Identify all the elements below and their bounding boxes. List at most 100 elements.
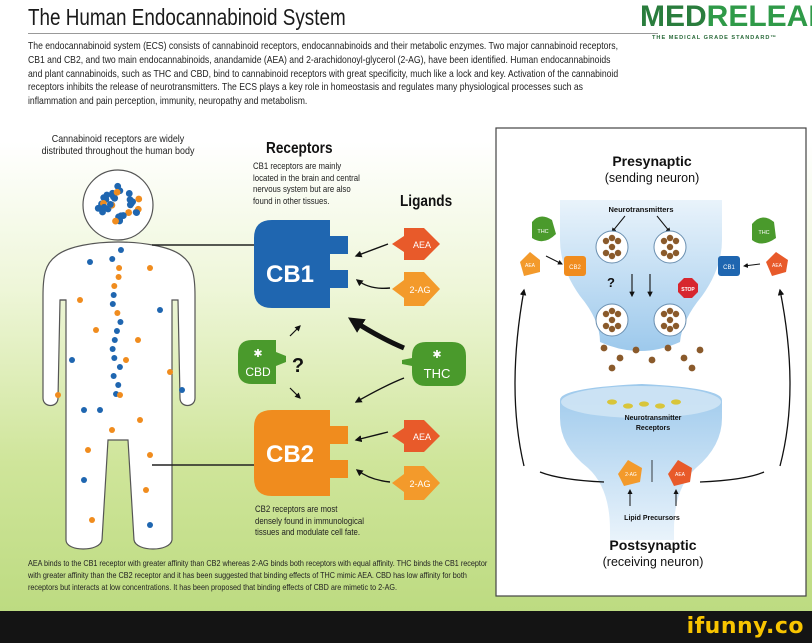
receptors-heading: Receptors — [266, 140, 333, 157]
nt-receptors-label-1: Neurotransmitter — [625, 415, 682, 422]
neurotransmitter-dot — [672, 237, 680, 245]
intro-paragraph: The endocannabinoid system (ECS) consist… — [28, 41, 619, 108]
spine-receptor-dot — [111, 283, 118, 289]
body-receptor-dot — [167, 369, 173, 375]
body-receptor-dot — [109, 427, 115, 433]
cb2-note: CB2 receptors are most densely found in … — [255, 504, 364, 538]
released-neurotransmitter-dot — [680, 354, 688, 362]
leaf-icon: ✱ — [253, 348, 262, 360]
synapse-panel: Presynaptic (sending neuron) Neurotransm… — [495, 127, 807, 597]
2ag-label-bottom: 2-AG — [409, 479, 430, 489]
cb2-label: CB2 — [266, 441, 314, 468]
2ag-label-top: 2-AG — [409, 285, 430, 295]
arrow-cbd-cb1 — [289, 325, 301, 337]
brain-receptor-dot — [125, 190, 133, 197]
human-body-figure — [42, 169, 196, 550]
svg-text:CB2: CB2 — [569, 265, 581, 271]
neurotransmitter-dot — [666, 243, 674, 251]
body-receptor-dot — [55, 392, 61, 398]
spine-receptor-dot — [109, 256, 116, 262]
body-receptor-dot — [117, 392, 123, 398]
neurotransmitter-dot — [672, 322, 680, 330]
spine-receptor-dot — [110, 373, 117, 379]
svg-text:2-AG: 2-AG — [625, 472, 637, 478]
body-head — [82, 169, 154, 241]
synapse-cb1-receptor: CB1 — [718, 256, 740, 276]
page-title: The Human Endocannabinoid System — [28, 4, 346, 30]
aea-label-bottom: AEA — [413, 432, 431, 442]
neurotransmitter-dot — [608, 325, 616, 333]
spine-receptor-dot — [111, 337, 118, 343]
footnote: AEA binds to the CB1 receptor with great… — [28, 558, 488, 592]
body-receptor-dot — [123, 357, 129, 363]
released-neurotransmitter-dot — [696, 346, 704, 354]
arrow-aea-cb2 — [354, 431, 389, 443]
neurotransmitter-dot — [666, 325, 674, 333]
neurotransmitter-dot — [608, 307, 616, 315]
right-feedback-arrow — [777, 288, 791, 467]
brain-receptor-dot — [135, 195, 143, 203]
brand-tagline: THE MEDICAL GRADE STANDARD™ — [652, 35, 777, 41]
neurotransmitter-dot — [614, 249, 622, 257]
released-neurotransmitter-dot — [648, 356, 656, 364]
neurotransmitter-dot — [602, 249, 610, 257]
body-receptor-dot — [93, 327, 99, 333]
cb1-label: CB1 — [266, 261, 314, 288]
svg-text:THC: THC — [537, 229, 548, 235]
neurotransmitter-receptors — [607, 399, 681, 409]
neurotransmitter-dot — [602, 322, 610, 330]
neurotransmitter-dot — [602, 310, 610, 318]
neurotransmitter-dot — [666, 307, 674, 315]
spine-receptor-dot — [117, 247, 124, 253]
synapse-question-mark: ? — [607, 275, 615, 290]
released-neurotransmitter-dot — [616, 354, 624, 362]
body-receptor-dot — [85, 447, 91, 453]
cbd-question-mark: ? — [292, 355, 304, 377]
body-receptor-dot — [147, 265, 153, 271]
released-neurotransmitter-dot — [600, 344, 608, 352]
body-receptor-dot — [81, 407, 87, 413]
synapse-aea-left: AEA — [520, 252, 540, 276]
cb2-receptor: CB2 — [254, 410, 348, 496]
body-receptor-dot — [77, 297, 83, 303]
cbd-ligand: CBD ✱ — [238, 340, 286, 384]
nt-receptor-mark — [607, 399, 617, 405]
aea-ligand-top: AEA — [392, 228, 440, 260]
aea-label-top: AEA — [413, 240, 431, 250]
released-neurotransmitters — [600, 344, 704, 372]
thc-ligand: THC ✱ — [402, 342, 466, 386]
neurotransmitter-dot — [666, 234, 674, 242]
synapse-aea-post: AEA — [668, 460, 692, 486]
neurotransmitters-label: Neurotransmitters — [608, 205, 673, 214]
neurotransmitter-dot — [614, 322, 622, 330]
brain-receptor-dot — [133, 209, 140, 217]
thc-label: THC — [424, 366, 451, 381]
arrow-2ag-cb1 — [355, 279, 391, 290]
brain-receptor-dot — [103, 191, 111, 199]
svg-text:CB1: CB1 — [723, 265, 735, 271]
postsynaptic-title: Postsynaptic — [609, 537, 696, 553]
brain-receptor-dot — [127, 200, 135, 207]
brain-receptor-dot — [125, 209, 133, 216]
synapse-2ag-post: 2-AG — [618, 460, 642, 486]
brain-receptor-dot — [109, 193, 117, 201]
body-receptor-dot — [157, 307, 163, 313]
body-receptor-dot — [97, 407, 103, 413]
ligands-heading: Ligands — [400, 193, 453, 210]
spine-receptor-dot — [110, 292, 117, 298]
cb1-note: CB1 receptors are mainly located in the … — [253, 161, 360, 206]
cbd-label: CBD — [245, 365, 271, 379]
neurotransmitter-dot — [660, 249, 668, 257]
svg-text:STOP: STOP — [681, 287, 695, 293]
neurotransmitter-dot — [666, 316, 674, 324]
spine-receptor-dot — [115, 382, 122, 388]
brain-receptor-dot — [106, 201, 114, 208]
neurotransmitter-dot — [608, 252, 616, 260]
body-receptor-dot — [143, 487, 149, 493]
nt-receptor-mark — [639, 401, 649, 407]
body-receptor-dot — [179, 387, 185, 393]
nt-receptor-mark — [623, 403, 633, 409]
neurotransmitter-dot — [608, 243, 616, 251]
released-neurotransmitter-dot — [632, 346, 640, 354]
